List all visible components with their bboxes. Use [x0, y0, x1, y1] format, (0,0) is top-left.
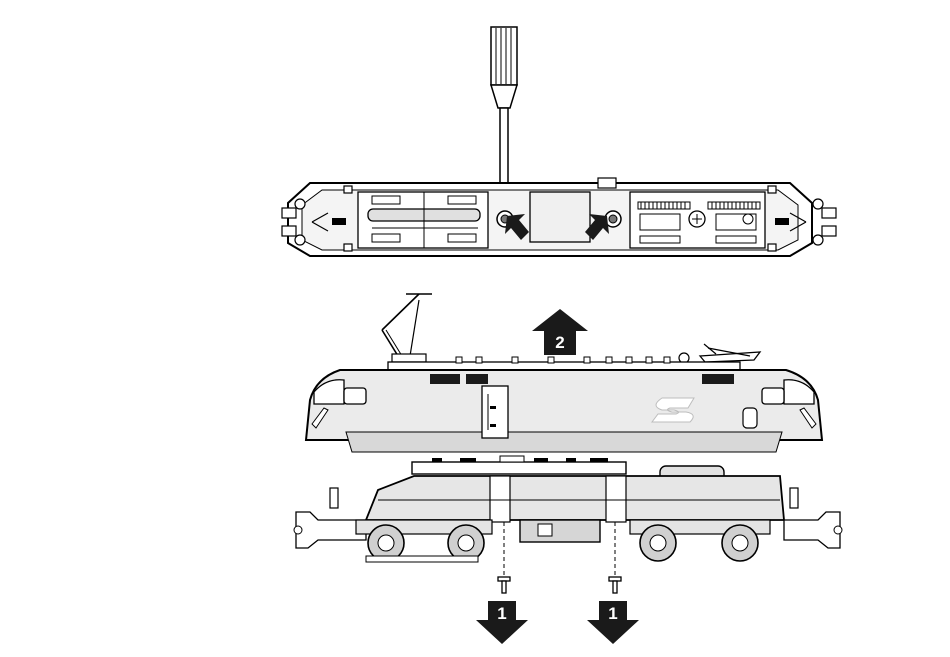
bogie-right	[630, 192, 765, 248]
step-2-arrow: 2	[532, 309, 588, 355]
step-1-label-left: 1	[497, 604, 506, 623]
bogie-wheels-right	[630, 520, 770, 561]
step-2-label: 2	[555, 333, 564, 352]
pantograph-right	[679, 344, 760, 363]
step-1-arrow-right: 1	[587, 601, 639, 644]
pantograph-left	[382, 294, 432, 362]
underside-view	[282, 178, 836, 256]
chassis	[294, 456, 842, 562]
step-1-label-right: 1	[608, 604, 617, 623]
bogie-wheels-left	[356, 520, 492, 562]
step-1-arrow-left: 1	[476, 601, 528, 644]
bogie-left	[358, 192, 488, 248]
screw-left	[498, 577, 510, 593]
screw-right	[609, 577, 621, 593]
